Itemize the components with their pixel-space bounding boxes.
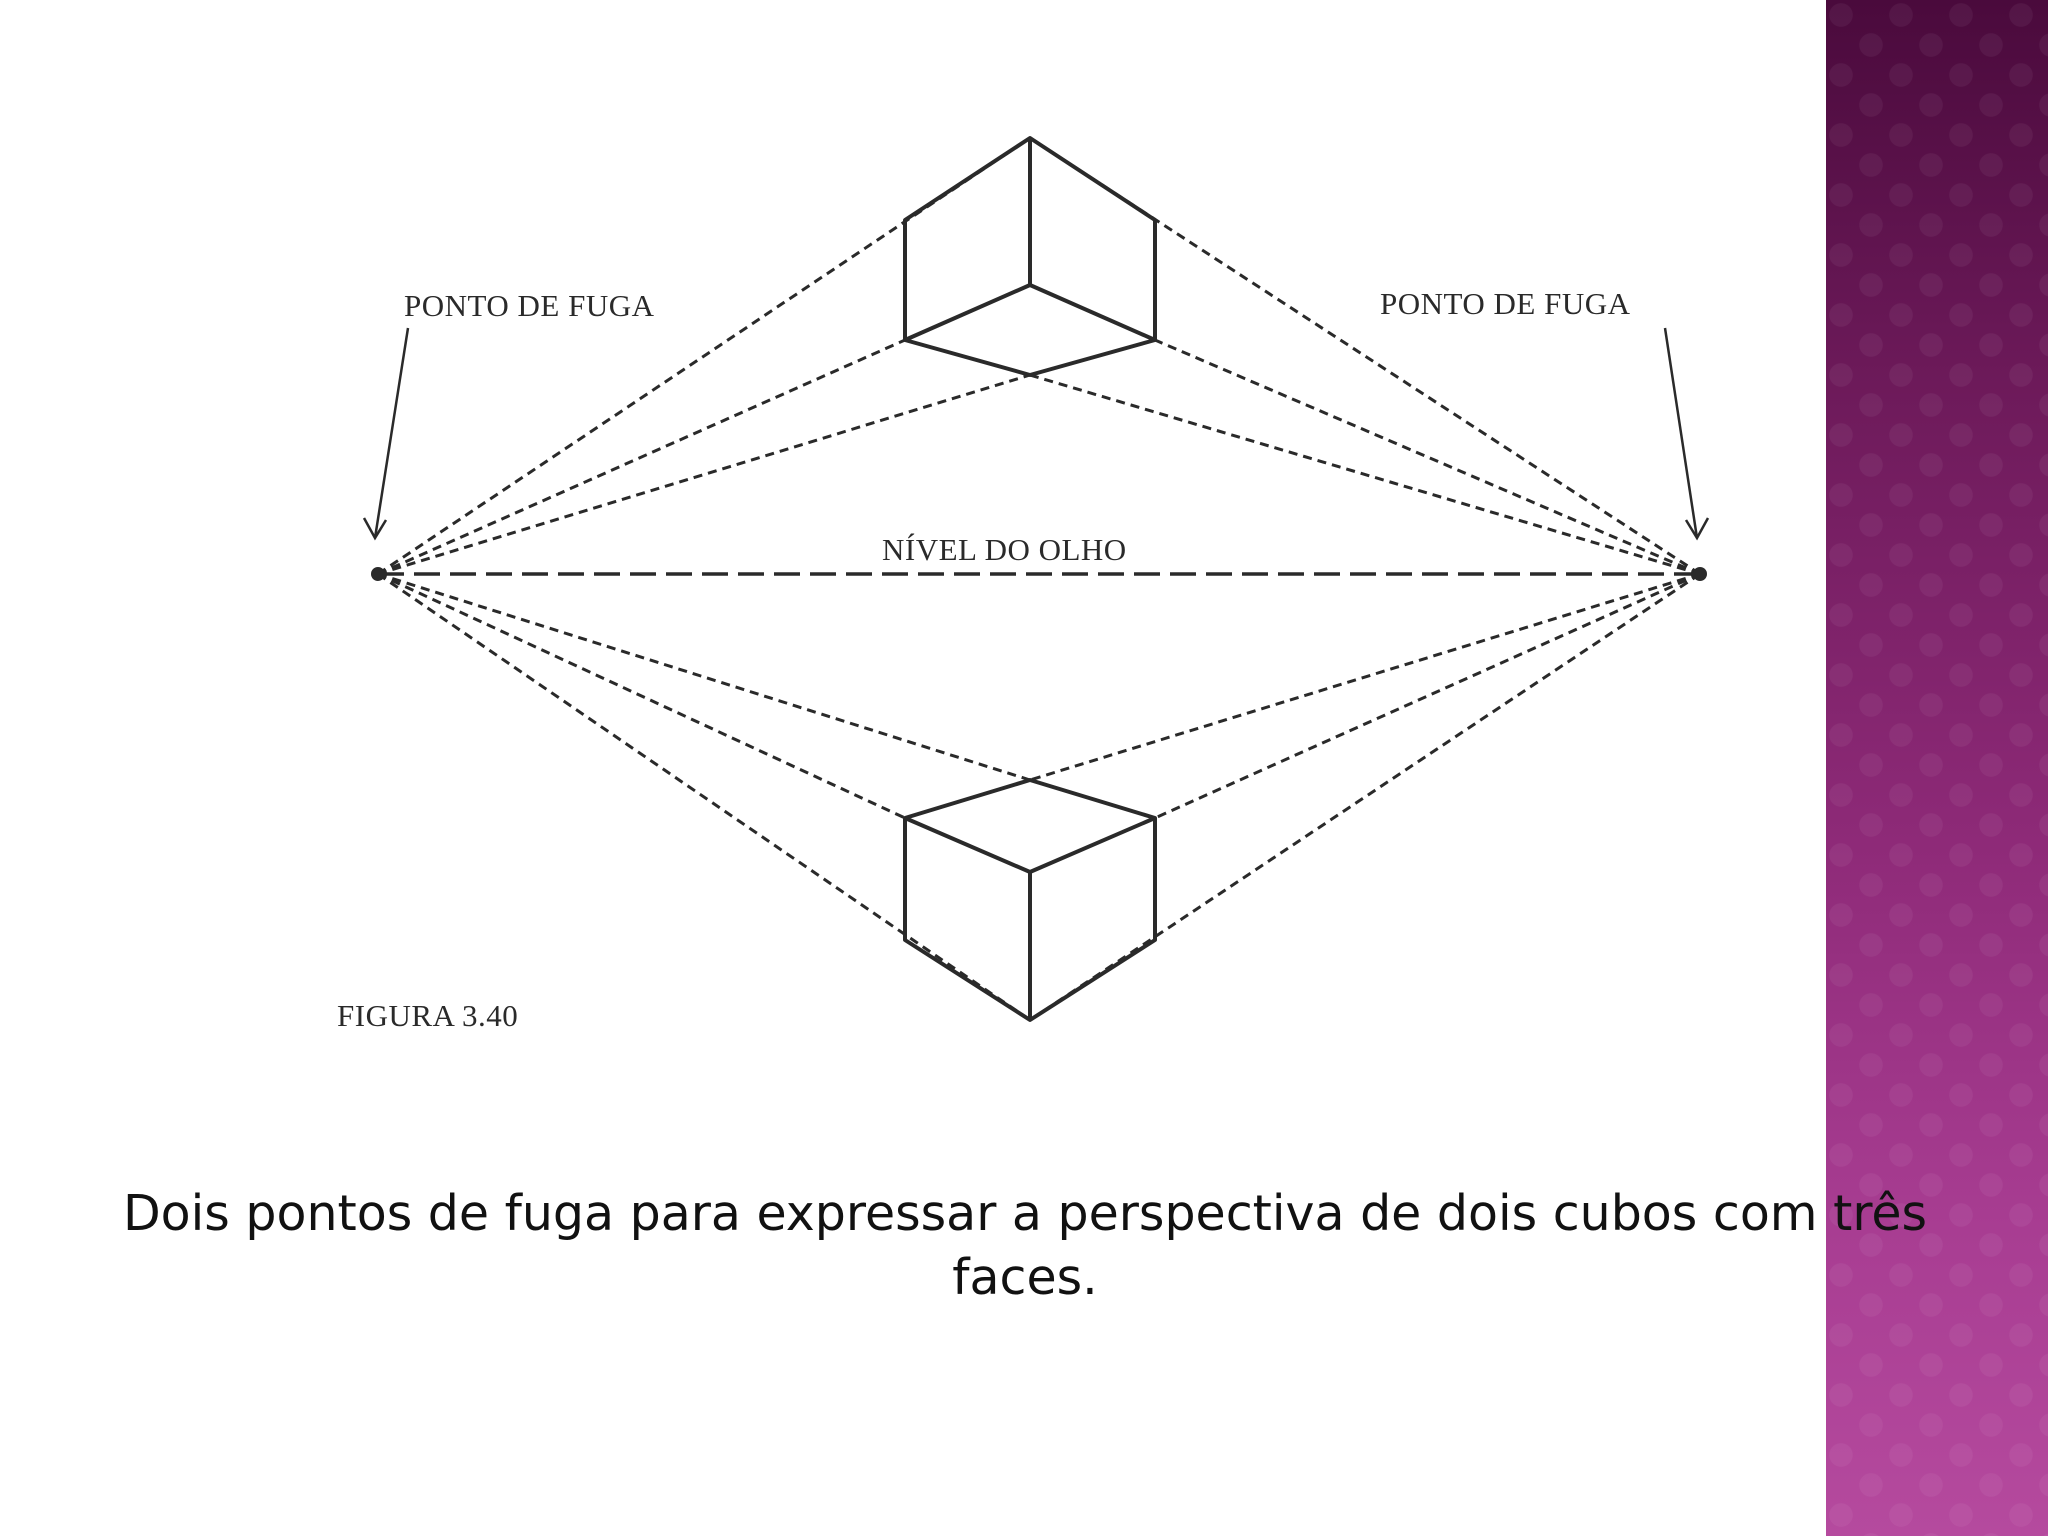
arrow-left: [362, 327, 410, 541]
vanishing-point-label-left: PONTO DE FUGA: [404, 288, 655, 323]
construction-lines-right: [1029, 136, 1701, 1022]
vanishing-point-right: [1693, 567, 1707, 581]
decorative-side-band: [1826, 0, 2048, 1536]
cube-bottom: [903, 778, 1157, 1022]
perspective-diagram: PONTO DE FUGA PONTO DE FUGA NÍVEL DO OLH…: [337, 136, 1710, 1033]
vanishing-point-left: [371, 567, 385, 581]
vanishing-point-label-right: PONTO DE FUGA: [1380, 286, 1631, 321]
figure-label: FIGURA 3.40: [337, 998, 518, 1033]
cube-top: [903, 136, 1157, 377]
construction-lines-left: [377, 136, 1031, 1022]
arrow-right: [1663, 327, 1710, 541]
slide-caption: Dois pontos de fuga para expressar a per…: [122, 1185, 1928, 1306]
eye-level-label: NÍVEL DO OLHO: [882, 532, 1127, 567]
